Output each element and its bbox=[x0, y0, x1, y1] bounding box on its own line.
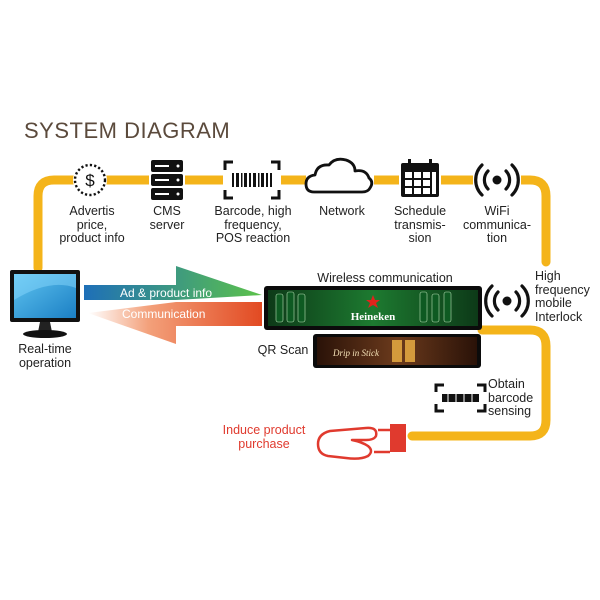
page-title: SYSTEM DIAGRAM bbox=[24, 118, 231, 143]
hand-icon bbox=[316, 424, 406, 460]
cloud-icon bbox=[304, 157, 374, 196]
flow-loop bbox=[33, 175, 551, 441]
qr-display bbox=[313, 334, 481, 368]
communication-label: Communication bbox=[122, 307, 206, 321]
dollar-icon: $ bbox=[73, 163, 107, 197]
label-high-frequency: High frequency mobile Interlock bbox=[535, 269, 590, 324]
label-network: Network bbox=[319, 204, 365, 218]
ad-info-label: Ad & product info bbox=[120, 286, 213, 300]
label-cms: CMS server bbox=[149, 204, 185, 232]
label-realtime: Real-time operation bbox=[18, 342, 72, 370]
label-obtain-barcode: Obtain barcode sensing bbox=[488, 377, 534, 418]
server-icon bbox=[149, 158, 185, 202]
qr-banner-text: Drip in Stick bbox=[332, 348, 380, 358]
banner-brand-text: Heineken bbox=[351, 311, 396, 323]
calendar-icon bbox=[399, 159, 441, 199]
label-qr-scan: QR Scan bbox=[257, 343, 309, 357]
wifi-icon bbox=[473, 160, 521, 200]
ad-info-arrow bbox=[84, 266, 262, 300]
barcode-icon bbox=[223, 160, 281, 200]
wireless-display bbox=[264, 286, 482, 330]
signal-icon bbox=[483, 281, 531, 321]
communication-arrow bbox=[88, 302, 262, 344]
label-wireless-communication: Wireless communication bbox=[317, 271, 453, 285]
label-wifi: WiFi communica- tion bbox=[462, 204, 532, 245]
svg-text:$: $ bbox=[85, 171, 95, 190]
monitor-icon bbox=[10, 270, 80, 338]
label-schedule: Schedule transmis- sion bbox=[393, 204, 447, 245]
barcode-sensing-icon bbox=[434, 383, 487, 413]
label-induce-purchase: Induce product purchase bbox=[222, 423, 306, 451]
label-advertise: Advertis price, product info bbox=[59, 204, 125, 245]
label-barcode: Barcode, high frequency, POS reaction bbox=[214, 204, 292, 245]
